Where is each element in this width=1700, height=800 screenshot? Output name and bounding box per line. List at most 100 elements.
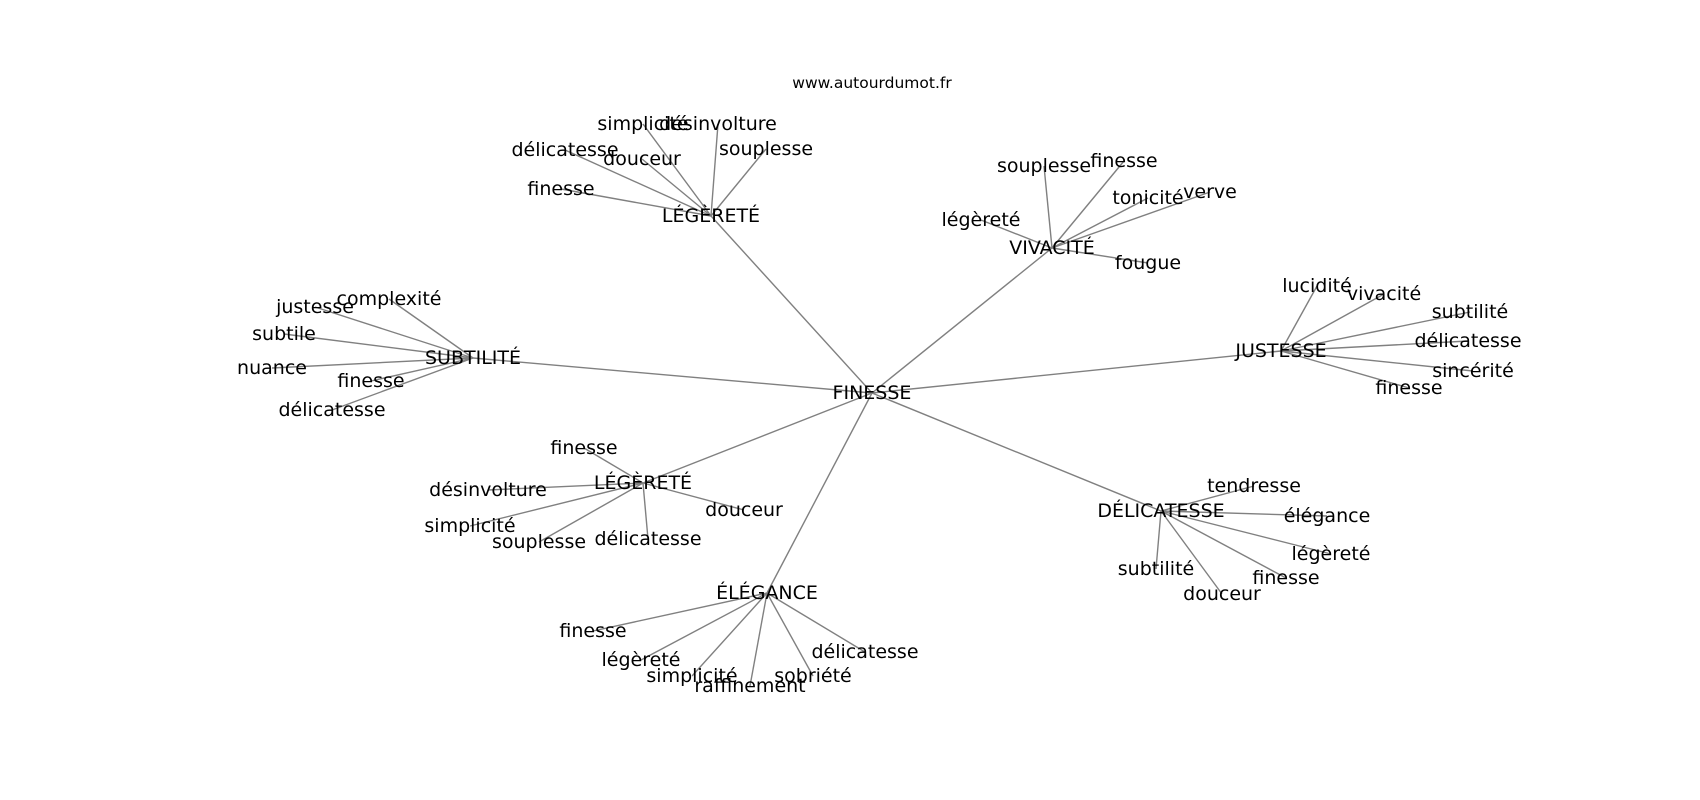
edge-cluster-word: [1051, 247, 1149, 264]
leaf-word[interactable]: simplicité: [424, 515, 515, 537]
leaf-word[interactable]: légèreté: [602, 649, 681, 671]
edge-cluster-word: [1051, 160, 1125, 249]
edge-cluster-word: [749, 592, 768, 687]
edge-root-cluster: [871, 247, 1053, 394]
cluster-word[interactable]: JUSTESSE: [1234, 340, 1326, 362]
leaf-word[interactable]: simplicité: [646, 665, 737, 687]
leaf-word[interactable]: finesse: [337, 370, 404, 392]
edge-cluster-word: [640, 592, 768, 661]
edge-cluster-word: [766, 592, 866, 653]
edge-cluster-word: [1160, 485, 1255, 512]
leaf-word[interactable]: douceur: [705, 499, 783, 521]
edge-cluster-word: [283, 333, 474, 359]
leaf-word[interactable]: simplicité: [597, 113, 688, 135]
leaf-word[interactable]: délicatesse: [811, 641, 918, 663]
edge-cluster-word: [487, 482, 644, 491]
edge-cluster-word: [271, 357, 474, 369]
edge-cluster-word: [1280, 340, 1469, 352]
leaf-word[interactable]: délicatesse: [594, 528, 701, 550]
cluster-word[interactable]: LÉGÈRETÉ: [662, 204, 760, 227]
leaf-word[interactable]: finesse: [559, 620, 626, 642]
leaf-word[interactable]: finesse: [1090, 150, 1157, 172]
leaf-word[interactable]: justesse: [275, 296, 354, 318]
edge-cluster-word: [1160, 510, 1287, 579]
leaf-word[interactable]: subtilité: [1118, 558, 1194, 580]
leaf-word[interactable]: vivacité: [1347, 283, 1421, 305]
edge-cluster-word: [1160, 510, 1332, 555]
leaf-word[interactable]: finesse: [550, 437, 617, 459]
edge-root-cluster: [472, 357, 873, 394]
leaf-word[interactable]: nuance: [237, 357, 307, 379]
edge-cluster-word: [469, 482, 644, 527]
cluster-word[interactable]: ÉLÉGANCE: [716, 581, 818, 604]
edge-cluster-word: [710, 148, 767, 217]
edge-cluster-word: [642, 482, 745, 511]
site-url[interactable]: www.autourdumot.fr: [792, 74, 952, 92]
leaf-word[interactable]: délicatesse: [1414, 330, 1521, 352]
edge-cluster-word: [564, 149, 712, 217]
edge-cluster-word: [1280, 293, 1385, 352]
leaf-word[interactable]: finesse: [1252, 567, 1319, 589]
edge-root-cluster: [871, 350, 1282, 394]
cluster-word[interactable]: VIVACITÉ: [1009, 236, 1095, 259]
edge-cluster-word: [538, 482, 644, 543]
edge-cluster-word: [1051, 197, 1149, 249]
leaf-word[interactable]: légèreté: [942, 209, 1021, 231]
leaf-word[interactable]: tendresse: [1207, 475, 1301, 497]
edge-cluster-word: [1051, 191, 1211, 249]
edge-cluster-word: [710, 123, 719, 217]
edge-root-cluster: [766, 392, 873, 594]
edge-cluster-word: [314, 306, 474, 359]
graph-labels: www.autourdumot.fr FINESSE LÉGÈRETÉ simpli…: [237, 74, 1521, 697]
leaf-word[interactable]: souplesse: [492, 531, 586, 553]
edge-root-cluster: [871, 392, 1162, 512]
leaf-word[interactable]: finesse: [1375, 377, 1442, 399]
edge-root-cluster: [642, 392, 873, 484]
leaf-word[interactable]: délicatesse: [278, 399, 385, 421]
leaf-word[interactable]: sobriété: [774, 665, 852, 687]
edge-cluster-word: [1160, 510, 1328, 517]
leaf-word[interactable]: tonicité: [1112, 187, 1183, 209]
edge-cluster-word: [980, 219, 1053, 249]
leaf-word[interactable]: sincérité: [1432, 360, 1514, 382]
leaf-word[interactable]: complexité: [337, 288, 442, 310]
edge-cluster-word: [641, 158, 712, 217]
graph-edges: [271, 123, 1474, 687]
edge-cluster-word: [1280, 350, 1410, 389]
leaf-word[interactable]: raffinement: [694, 675, 805, 697]
leaf-word[interactable]: verve: [1183, 181, 1237, 203]
edge-root-cluster: [710, 215, 873, 394]
edge-cluster-word: [1280, 311, 1471, 352]
leaf-word[interactable]: légèreté: [1292, 543, 1371, 565]
leaf-word[interactable]: douceur: [1183, 583, 1261, 605]
edge-cluster-word: [1043, 165, 1053, 249]
cluster-word[interactable]: DÉLICATESSE: [1097, 499, 1224, 522]
leaf-word[interactable]: finesse: [527, 178, 594, 200]
leaf-word[interactable]: souplesse: [719, 138, 813, 160]
leaf-word[interactable]: lucidité: [1282, 275, 1352, 297]
leaf-word[interactable]: élégance: [1284, 505, 1371, 527]
cluster-word[interactable]: LÉGÈRETÉ: [594, 471, 692, 494]
edge-cluster-word: [388, 298, 474, 359]
edge-cluster-word: [370, 357, 474, 382]
edge-cluster-word: [691, 592, 768, 677]
edge-cluster-word: [1155, 510, 1162, 570]
edge-cluster-word: [560, 188, 712, 217]
root-word[interactable]: FINESSE: [833, 382, 912, 404]
leaf-word[interactable]: subtile: [252, 323, 316, 345]
edge-cluster-word: [331, 357, 474, 411]
edge-cluster-word: [1280, 350, 1474, 372]
cluster-word[interactable]: SUBTILITÉ: [425, 346, 521, 369]
leaf-word[interactable]: fougue: [1115, 252, 1181, 274]
leaf-word[interactable]: délicatesse: [511, 139, 618, 161]
leaf-word[interactable]: désinvolture: [429, 479, 547, 501]
edge-cluster-word: [583, 447, 644, 484]
edge-cluster-word: [642, 482, 649, 540]
edge-cluster-word: [1280, 285, 1318, 352]
leaf-word[interactable]: désinvolture: [659, 113, 777, 135]
edge-cluster-word: [766, 592, 814, 677]
leaf-word[interactable]: souplesse: [997, 155, 1091, 177]
leaf-word[interactable]: subtilité: [1432, 301, 1508, 323]
leaf-word[interactable]: douceur: [603, 148, 681, 170]
